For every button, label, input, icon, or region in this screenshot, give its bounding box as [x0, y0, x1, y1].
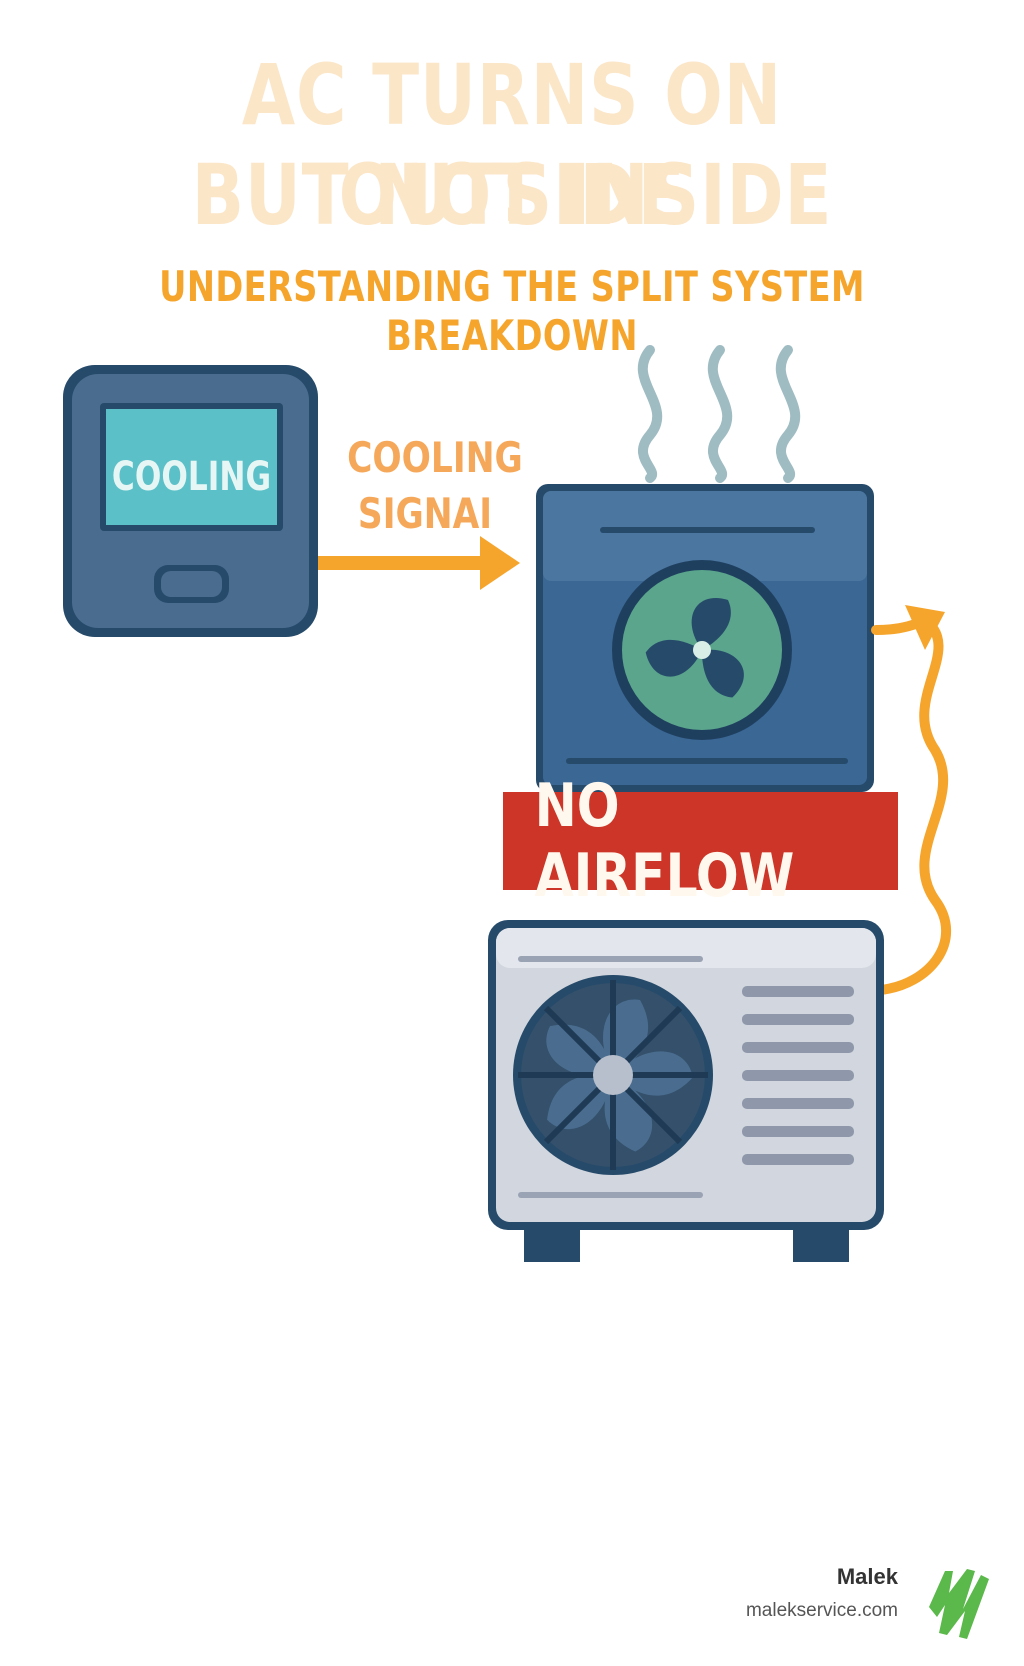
heat-waves-icon: [637, 345, 801, 483]
brand-url: malekservice.com: [745, 1600, 898, 1621]
signal-line-1: COOLING: [347, 433, 523, 482]
outdoor-fan-icon: [513, 975, 713, 1175]
refrigerant-line-icon: [871, 605, 951, 995]
brand-name: Malek: [836, 1564, 898, 1589]
malek-logo-icon: [929, 1569, 989, 1639]
no-airflow-banner: NO AIRFLOW: [503, 771, 898, 911]
signal-line-2: SIGNAI: [357, 489, 493, 538]
arrow-right-icon: [318, 536, 520, 590]
subtitle: UNDERSTANDING THE SPLIT SYSTEM BREAKDOWN: [159, 262, 865, 360]
no-airflow-label: NO AIRFLOW: [534, 771, 795, 911]
thermostat-icon: [63, 365, 318, 637]
brand-block: Malek malekservice.com: [746, 1562, 898, 1622]
title-line-1: AC TURNS ON OUTSIDE: [241, 46, 783, 244]
title-line-2: BUT NOT INSIDE: [191, 146, 833, 244]
indoor-fan-icon: [612, 560, 792, 740]
cooling-signal-label: COOLING SIGNAI: [347, 430, 523, 542]
thermostat-screen-label: COOLING: [111, 454, 272, 500]
